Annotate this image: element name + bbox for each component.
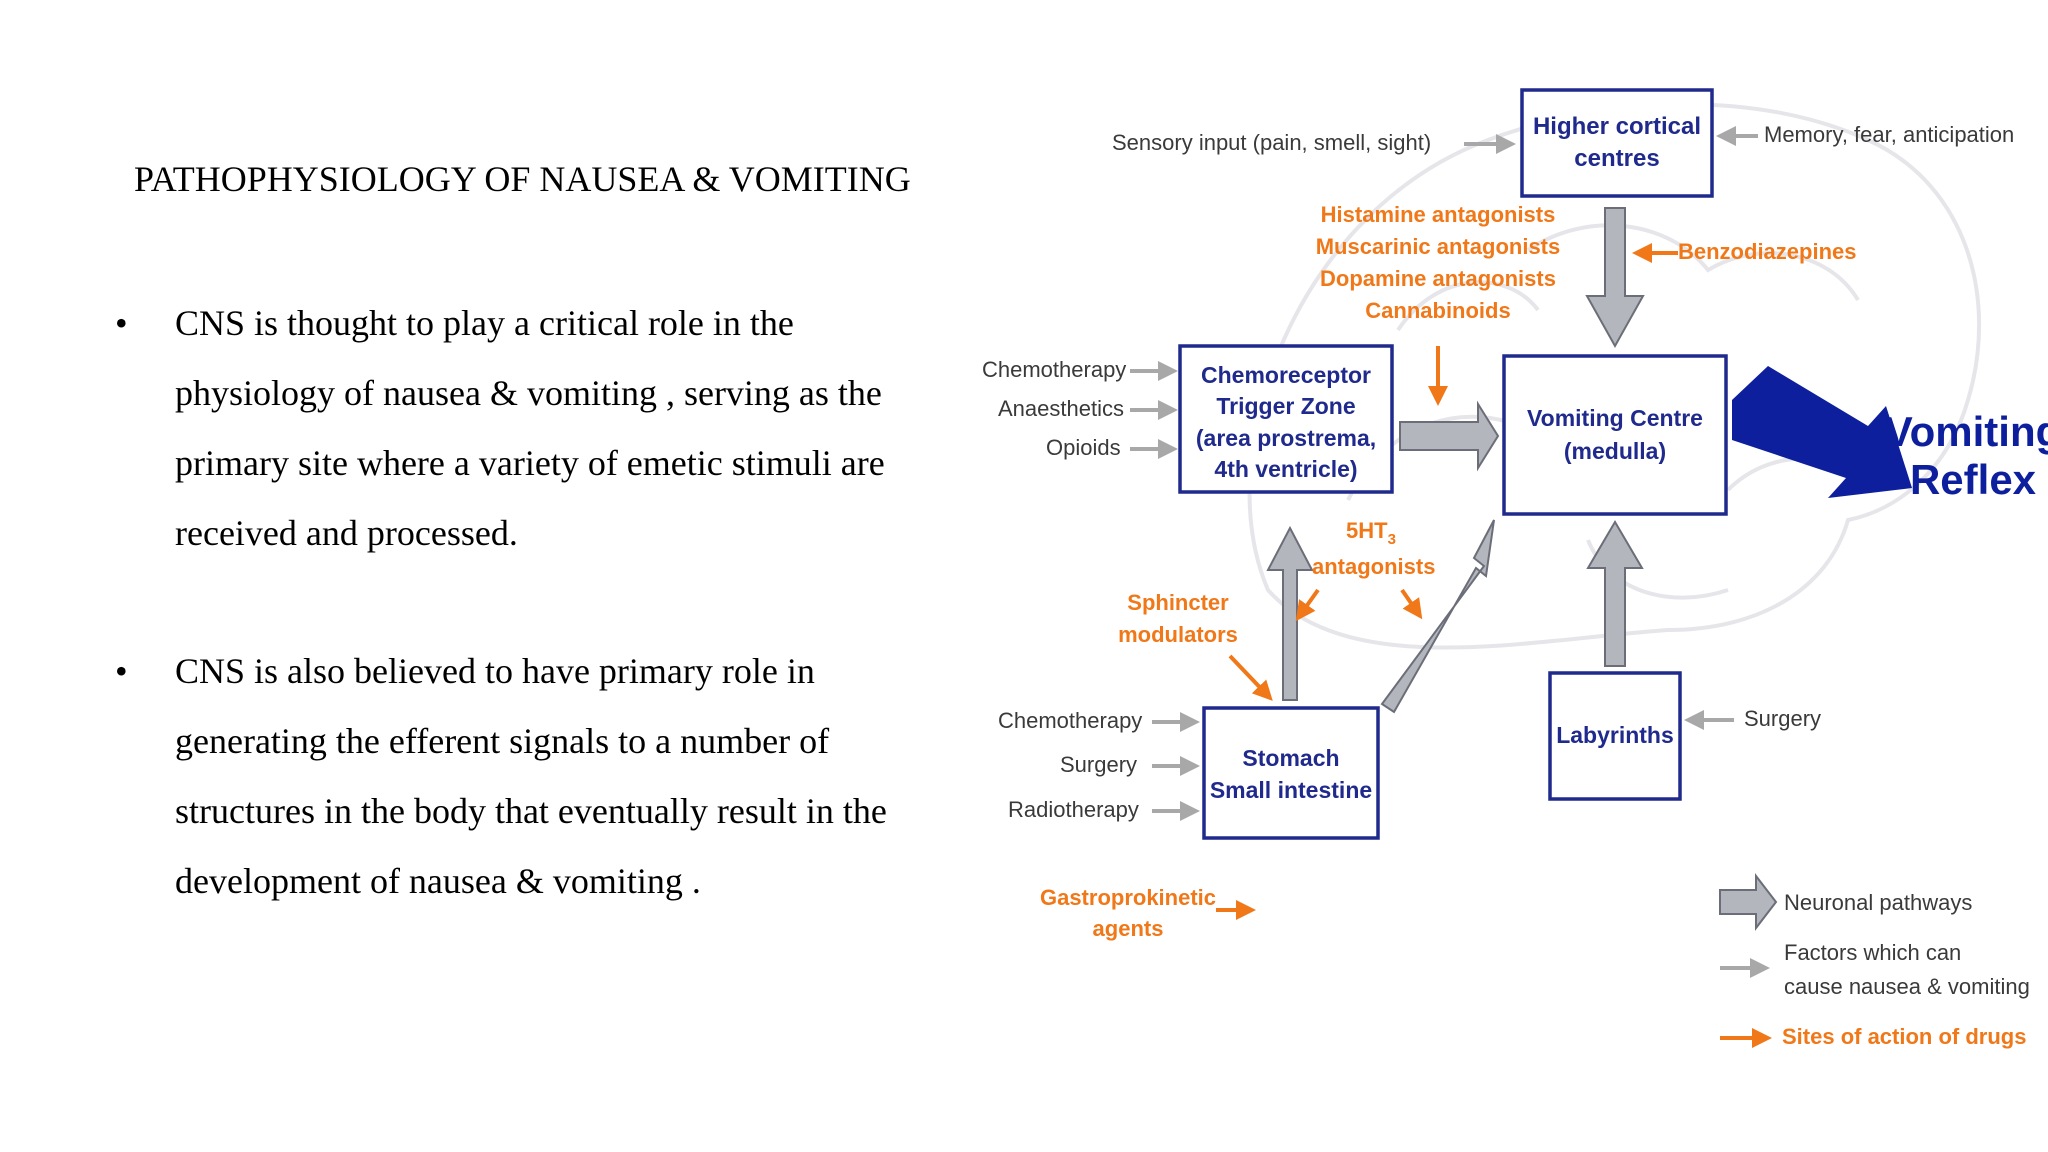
bullet-cns-critical-role: • CNS is thought to play a critical role… [110, 288, 960, 568]
ctz-input-anaesthetics: Anaesthetics [998, 396, 1124, 421]
labyrinths-box [1548, 671, 1682, 801]
drug-gastroprokinetic-line1: Gastroprokinetic [1040, 885, 1216, 910]
vomiting-pathway-diagram: Higher cortical centres Chemoreceptor Tr… [982, 88, 2048, 1049]
ctz-input-opioids: Opioids [1046, 435, 1121, 460]
higher-cortical-label-line2: centres [1574, 145, 1659, 172]
5ht3-arrow-to-vc-route [1400, 588, 1423, 620]
gi-input-surgery: Surgery [1060, 752, 1137, 777]
ctz-label-line2: Trigger Zone [1216, 393, 1355, 419]
vomiting-reflex-label-line2: Reflex [1910, 456, 2037, 503]
legend-sites-of-action: Sites of action of drugs [1782, 1024, 2026, 1049]
5ht3-arrow-to-ctz-route [1295, 588, 1320, 622]
drug-5ht3-subscript: 3 [1388, 531, 1396, 548]
drug-5ht3-antagonists: 5HT3 [1346, 518, 1396, 548]
legend-neuronal-arrow-icon [1719, 873, 1778, 931]
ctz-label-line3: (area prostrema, [1196, 425, 1376, 451]
drug-5ht3-base: 5HT [1346, 518, 1388, 543]
higher-cortical-centres-box [1520, 88, 1714, 198]
drug-5ht3-antagonists-line2: antagonists [1312, 554, 1435, 579]
bullet-marker: • [115, 651, 128, 691]
ctz-label-line1: Chemoreceptor [1201, 362, 1371, 388]
drug-benzodiazepines: Benzodiazepines [1678, 239, 1856, 264]
arrow-stomach-to-vomiting-centre [1380, 519, 1495, 714]
chemoreceptor-trigger-zone-box [1178, 344, 1394, 494]
stomach-label-line2: Small intestine [1210, 777, 1372, 803]
drug-dopamine-antagonists: Dopamine antagonists [1320, 266, 1556, 291]
higher-cortical-label-line1: Higher cortical [1533, 113, 1701, 140]
drug-gastroprokinetic-line2: agents [1093, 916, 1164, 941]
drug-sphincter-modulators-line1: Sphincter [1127, 590, 1229, 615]
memory-fear-label: Memory, fear, anticipation [1764, 122, 2014, 147]
bullet-text: CNS is also believed to have primary rol… [175, 651, 887, 901]
bullet-marker: • [115, 303, 128, 343]
arrow-cortical-to-vomiting-centre [1585, 207, 1645, 349]
sphincter-modulators-arrow [1228, 654, 1273, 701]
legend-factors-line1: Factors which can [1784, 940, 1961, 965]
stomach-small-intestine-box [1202, 706, 1380, 840]
gi-input-chemotherapy: Chemotherapy [998, 708, 1142, 733]
arrow-ctz-to-vomiting-centre [1399, 400, 1500, 472]
vomiting-centre-label-line2: (medulla) [1564, 438, 1666, 464]
vomiting-reflex-label-line1: Vomiting [1885, 408, 2048, 455]
drug-sphincter-modulators-line2: modulators [1118, 622, 1238, 647]
bullet-text: CNS is thought to play a critical role i… [175, 303, 885, 553]
arrow-labyrinths-to-vomiting-centre [1586, 520, 1644, 667]
labyrinths-label: Labyrinths [1556, 722, 1674, 748]
slide-title: PATHOPHYSIOLOGY OF NAUSEA & VOMITING [134, 159, 911, 199]
bullet-cns-efferent-signals: • CNS is also believed to have primary r… [110, 636, 960, 916]
legend-neuronal-pathways: Neuronal pathways [1784, 890, 1972, 915]
legend: Neuronal pathways Factors which can caus… [1719, 873, 2030, 1049]
drug-cannabinoids: Cannabinoids [1365, 298, 1510, 323]
sensory-input-label: Sensory input (pain, smell, sight) [1112, 130, 1431, 155]
vomiting-centre-box [1502, 354, 1728, 516]
legend-factors-line2: cause nausea & vomiting [1784, 974, 2030, 999]
arrow-stomach-to-ctz [1266, 525, 1314, 701]
gi-input-radiotherapy: Radiotherapy [1008, 797, 1139, 822]
drug-muscarinic-antagonists: Muscarinic antagonists [1316, 234, 1561, 259]
stomach-label-line1: Stomach [1242, 745, 1339, 771]
vomiting-reflex-arrow [1732, 366, 1912, 498]
drug-histamine-antagonists: Histamine antagonists [1321, 202, 1556, 227]
ctz-input-chemotherapy: Chemotherapy [982, 357, 1126, 382]
labyrinth-input-surgery: Surgery [1744, 706, 1821, 731]
vomiting-centre-label-line1: Vomiting Centre [1527, 405, 1703, 431]
ctz-label-line4: 4th ventricle) [1214, 456, 1357, 482]
